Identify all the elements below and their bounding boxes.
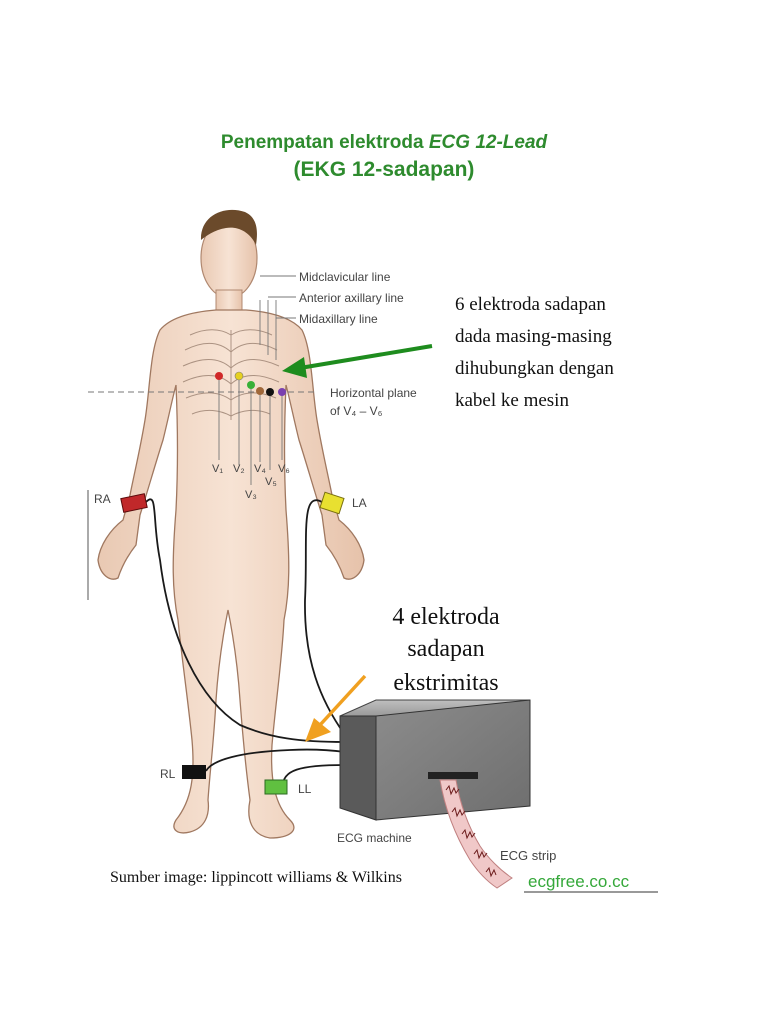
watermark: ecgfree.co.cc <box>528 872 630 891</box>
chest-note-line-1: 6 elektroda sadapan <box>455 294 606 315</box>
ll-label: LL <box>298 782 312 796</box>
electrode-ll <box>264 779 288 795</box>
title-prefix: Penempatan elektroda <box>220 132 429 153</box>
title-italic: ECG 12-Lead <box>428 132 548 153</box>
diagram-subtitle: (EKG 12-sadapan) <box>293 158 475 181</box>
lead-v3-label: V₃ <box>245 489 257 501</box>
lead-v1-label: V₁ <box>212 463 223 475</box>
v4-v6-label: of V₄ – V₆ <box>330 404 383 418</box>
electrode-v6 <box>278 388 286 396</box>
electrode-v2 <box>234 371 244 381</box>
la-label: LA <box>352 496 367 510</box>
ecg-machine <box>339 699 531 889</box>
orange-arrow <box>305 674 367 742</box>
strip-label: ECG strip <box>500 848 556 863</box>
electrode-v3 <box>247 381 255 389</box>
chest-note-line-2: dada masing-masing <box>455 326 612 347</box>
chest-electrodes <box>215 371 286 396</box>
chest-note: 6 elektroda sadapan dada masing-masing d… <box>455 294 614 411</box>
lead-labels: V₁ V₂ V₃ V₄ V₅ V₆ <box>212 463 290 501</box>
chest-note-line-4: kabel ke mesin <box>455 390 569 411</box>
lead-v4-label: V₄ <box>254 463 266 475</box>
human-body <box>97 209 365 839</box>
limb-note-line-3: ekstrimitas <box>393 670 498 696</box>
electrode-v5 <box>266 388 274 396</box>
lead-v2-label: V₂ <box>233 463 245 475</box>
ecg-strip <box>439 779 513 889</box>
ra-label: RA <box>94 492 111 506</box>
rl-label: RL <box>160 767 176 781</box>
lead-v6-label: V₆ <box>278 463 290 475</box>
electrode-ra <box>120 493 148 513</box>
lead-v5-label: V₅ <box>265 476 277 488</box>
horizontal-plane-label: Horizontal plane <box>330 386 417 400</box>
diagram-title: Penempatan elektroda ECG 12-Lead <box>0 132 768 154</box>
midaxillary-label: Midaxillary line <box>299 312 378 326</box>
limb-electrodes <box>120 491 345 795</box>
source-credit: Sumber image: lippincott williams & Wilk… <box>110 869 402 886</box>
chest-note-line-3: dihubungkan dengan <box>455 358 614 379</box>
electrode-rl <box>182 765 206 779</box>
strip-slot <box>428 772 478 779</box>
anterior-axillary-label: Anterior axillary line <box>299 291 404 305</box>
limb-note-line-1: 4 elektroda <box>392 604 500 630</box>
chest-line-labels: Midclavicular line Anterior axillary lin… <box>299 270 417 418</box>
electrode-la <box>319 491 345 515</box>
limb-note-line-2: sadapan <box>407 636 484 662</box>
limb-note: 4 elektroda sadapan ekstrimitas <box>392 604 500 696</box>
electrode-v4 <box>256 387 264 395</box>
limb-labels: RA LA RL LL <box>94 492 367 796</box>
midclavicular-label: Midclavicular line <box>299 270 391 284</box>
green-arrow <box>282 344 433 378</box>
electrode-v1 <box>215 372 223 380</box>
machine-label: ECG machine <box>337 831 412 845</box>
